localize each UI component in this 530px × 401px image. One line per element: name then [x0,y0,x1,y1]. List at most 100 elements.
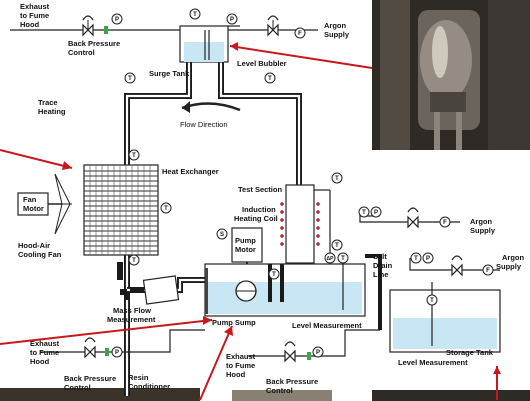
svg-text:P: P [230,17,234,23]
svg-text:P: P [374,210,378,216]
pressure-sensor-storage: P [423,253,433,263]
mass-flow-line2: Measurement [107,315,156,324]
hood-air-line1: Hood-Air [18,241,50,250]
fan-motor-line1: Fan [23,195,37,204]
pump-sump-label: Pump Sump [212,318,256,327]
exhaust-bottom-mid-line2: to Fume [226,361,255,370]
hood-air-line2: Cooling Fan [18,250,62,259]
salt-drain-line2: Drain [373,261,393,270]
argon-supply-mid-line2: Supply [470,226,496,235]
induction-coil-line1: Induction [242,205,276,214]
level-measurement-mid-label: Level Measurement [292,321,362,330]
svg-text:T: T [132,153,136,159]
svg-text:P: P [115,17,119,23]
induction-coil-line2: Heating Coil [234,214,278,223]
flow-direction-label: Flow Direction [180,120,228,129]
storage-tank-label: Storage Tank [446,348,494,357]
argon-supply-mid-line1: Argon [470,217,492,226]
pressure-sensor-bottom-mid: P [313,347,323,357]
salt-drain-line3: Line [373,270,388,279]
temp-sensor-test-top: T [332,173,342,183]
svg-text:ΔP: ΔP [327,256,335,262]
exhaust-bottom-left-line1: Exhaust [30,339,60,348]
svg-text:F: F [486,268,490,274]
back-pressure-bottom-mid-line1: Back Pressure [266,377,318,386]
svg-text:T: T [335,176,339,182]
pump-sump-tank [205,264,365,316]
svg-text:T: T [414,256,418,262]
svg-text:T: T [164,206,168,212]
resin-conditioner-line2: Conditioner [128,382,170,391]
mass-flow-line1: Mass Flow [113,306,151,315]
flow-direction-arrow [182,101,240,113]
test-section-label: Test Section [238,185,282,194]
trace-heating-line2: Heating [38,107,66,116]
temp-sensor-hx-bottom: T [129,255,139,265]
heat-exchanger-label: Heat Exchanger [162,167,219,176]
back-pressure-bottom-left-line2: Control [64,383,91,392]
flow-sensor-mid: F [440,217,450,227]
svg-text:T: T [272,272,276,278]
argon-valve-right [452,256,462,275]
argon-valve-mid [408,208,418,227]
argon-supply-top-line1: Argon [324,21,346,30]
svg-text:F: F [443,220,447,226]
storage-tank [390,282,500,352]
temp-sensor-storage: T [411,253,421,263]
svg-text:F: F [298,31,302,37]
test-section [280,185,330,263]
exhaust-bottom-left-line2: to Fume [30,348,59,357]
back-pressure-bottom-mid-line2: Control [266,386,293,395]
svg-text:P: P [426,256,430,262]
surge-tank [180,26,228,62]
temp-sensor-sump: T [338,253,348,263]
back-pressure-top-line1: Back Pressure [68,39,120,48]
temp-sensor-bubbler: T [190,9,200,19]
speed-sensor-pump: S [217,229,227,239]
level-bubbler-label: Level Bubbler [237,59,287,68]
pressure-sensor-top-left: P [112,14,122,24]
resin-conditioner-line1: Resin [128,373,149,382]
svg-text:T: T [341,256,345,262]
argon-supply-right-line1: Argon [502,253,524,262]
back-pressure-top-line2: Control [68,48,95,57]
back-pressure-bottom-left-line1: Back Pressure [64,374,116,383]
trace-heating-line1: Trace [38,98,58,107]
temp-sensor-top-right: T [265,73,275,83]
bottom-gas-line-mid [248,330,380,361]
bottom-gas-line-left [40,330,205,357]
pressure-sensor-bottom-left: P [112,347,122,357]
dp-sensor-test: ΔP [325,253,335,263]
temp-sensor-mid-left: T [359,207,369,217]
temp-sensor-test-bottom: T [332,240,342,250]
mass-flow-meter [130,276,179,304]
argon-supply-right-line2: Supply [496,262,522,271]
surge-tank-label: Surge Tank [149,69,190,78]
exhaust-top-line2: to Fume [20,11,49,20]
exhaust-bottom-mid-line1: Exhaust [226,352,256,361]
temp-sensor-hx-top: T [129,150,139,160]
temp-sensor-surge: T [125,73,135,83]
svg-text:T: T [268,76,272,82]
temp-sensor-storage-inside: T [427,295,437,305]
svg-text:T: T [362,210,366,216]
flow-sensor-right: F [483,265,493,275]
argon-valve-top [268,16,278,35]
svg-text:T: T [128,76,132,82]
svg-text:P: P [316,350,320,356]
exhaust-top-line3: Hood [20,20,40,29]
svg-text:T: T [430,298,434,304]
level-measurement-right-label: Level Measurement [398,358,468,367]
pump-motor-line1: Pump [235,236,256,245]
temp-sensor-hx-right: T [161,203,171,213]
svg-text:S: S [220,232,224,238]
exhaust-bottom-left-line3: Hood [30,357,50,366]
flow-sensor-top: F [295,28,305,38]
salt-drain-line1: Salt [373,252,387,261]
exhaust-bottom-mid-line3: Hood [226,370,246,379]
exhaust-top-line1: Exhaust [20,2,50,11]
pressure-sensor-mid: P [371,207,381,217]
argon-supply-top-line2: Supply [324,30,350,39]
temp-sensor-pump: T [269,269,279,279]
